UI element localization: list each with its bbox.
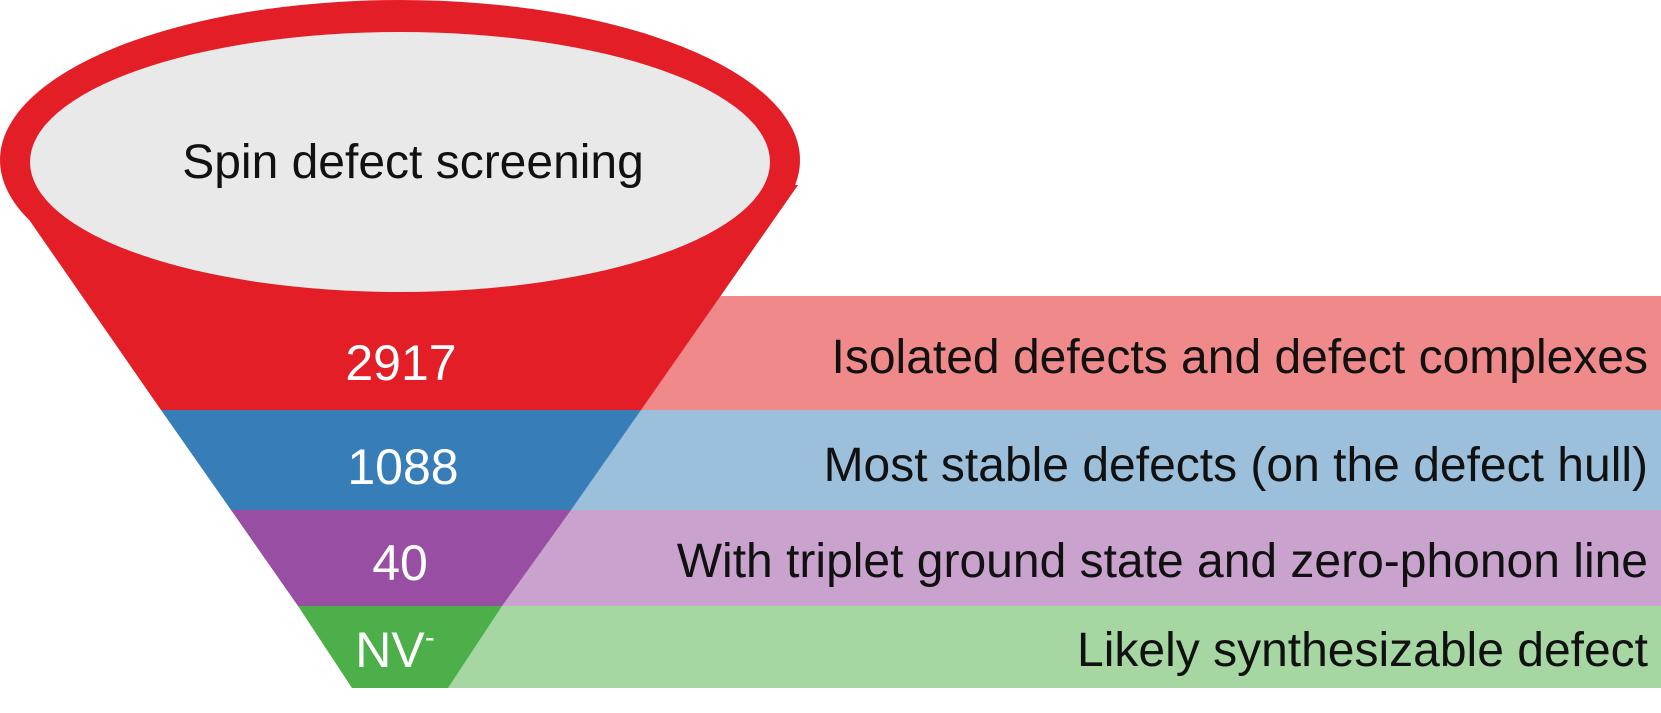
stage-count-4-superscript: - xyxy=(425,621,435,654)
stage-description-1: Isolated defects and defect complexes xyxy=(832,331,1649,384)
stage-count-4-main: NV xyxy=(355,622,425,678)
stage-description-2: Most stable defects (on the defect hull) xyxy=(824,439,1648,492)
funnel-segment-2 xyxy=(161,410,641,510)
stage-band-2 xyxy=(540,410,1661,510)
stage-band-3 xyxy=(470,510,1661,606)
stage-band-1 xyxy=(600,296,1661,410)
stage-count-1: 2917 xyxy=(345,335,456,391)
stage-count-4: NV- xyxy=(355,621,434,678)
stage-description-4: Likely synthesizable defect xyxy=(1077,624,1648,677)
funnel-mouth xyxy=(30,32,770,292)
stage-count-2: 1088 xyxy=(347,439,458,495)
stage-band-4 xyxy=(420,606,1661,688)
stage-description-3: With triplet ground state and zero-phono… xyxy=(677,535,1648,588)
stage-count-3: 40 xyxy=(372,535,428,591)
funnel-segment-3 xyxy=(231,510,571,606)
funnel-segment-4 xyxy=(298,606,502,688)
funnel-title: Spin defect screening xyxy=(182,136,644,189)
